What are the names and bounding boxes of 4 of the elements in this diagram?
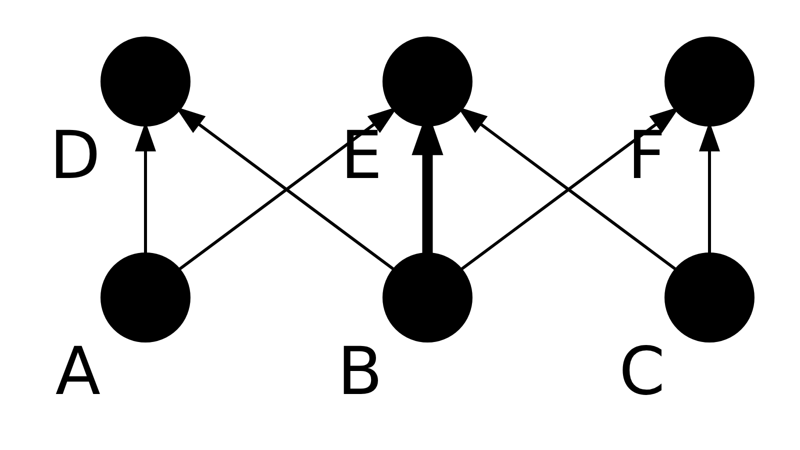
node-label: C	[618, 332, 665, 410]
node-label: B	[336, 332, 382, 410]
node-label: A	[54, 332, 100, 410]
node-label: D	[49, 116, 100, 194]
